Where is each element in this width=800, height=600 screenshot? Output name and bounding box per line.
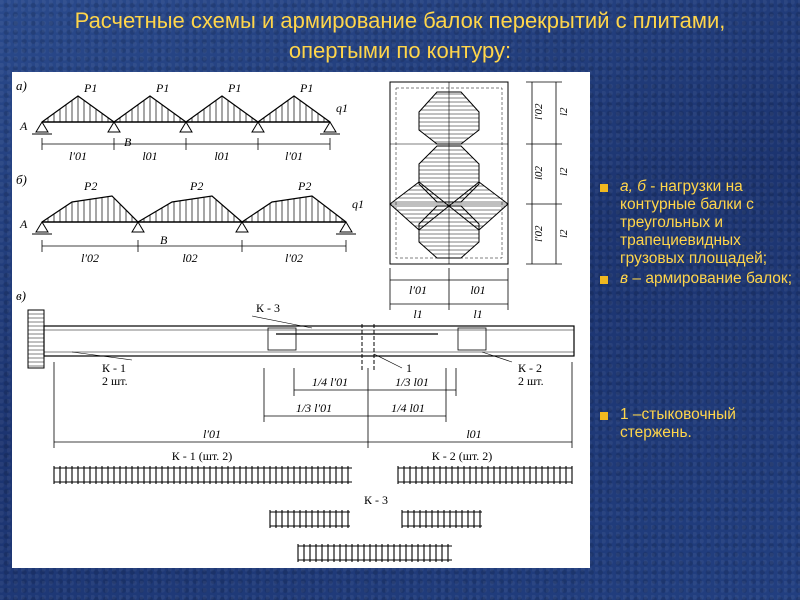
load-label: P1 — [83, 81, 97, 95]
cage3-label: К - 3 — [364, 493, 388, 507]
side-dim-label: l02 — [533, 165, 545, 180]
q-label: q1 — [336, 101, 348, 115]
dim-label: 1/3 l01 — [395, 375, 429, 389]
bullet-item: в – армирование балок; — [598, 270, 798, 288]
diagram-panel: а) P1 P1 P1 P1 q1 A B l′01 — [12, 72, 590, 568]
span-label: l′01 — [69, 149, 87, 163]
side-dim-label: l2 — [558, 167, 570, 176]
dim-label: 1/4 l01 — [391, 401, 425, 415]
span-label: l′01 — [285, 149, 303, 163]
load-label: P1 — [155, 81, 169, 95]
scheme-b: б) P2 P2 P2 q1 A B l′02 l02 l′02 — [16, 172, 364, 265]
support-a-label: A — [19, 217, 28, 231]
scheme-b-label: б) — [16, 172, 27, 187]
dim-label: 1/3 l′01 — [296, 401, 332, 415]
page-title: Расчетные схемы и армирование балок пере… — [74, 8, 726, 63]
load-arrows-a — [47, 96, 325, 122]
support-b-label: B — [160, 233, 168, 247]
q-label: q1 — [352, 197, 364, 211]
bullet-text: - нагрузки на контурные балки с треуголь… — [620, 178, 768, 267]
span-label: l01 — [214, 149, 229, 163]
bottom-dim-label: l′01 — [409, 283, 427, 297]
load-label: P2 — [297, 179, 311, 193]
bullet-list: а, б - нагрузки на контурные балки с тре… — [598, 178, 798, 444]
cage1-label: К - 1 (шт. 2) — [172, 449, 233, 463]
span-label: l′02 — [81, 251, 99, 265]
supports-a — [32, 121, 340, 135]
side-dim-label: l′02 — [533, 103, 545, 120]
bullet-marker — [600, 184, 608, 192]
bottom-dim-label: l1 — [473, 307, 482, 321]
scheme-v-label: в) — [16, 288, 26, 303]
side-dim-label: l2 — [558, 107, 570, 116]
joint-bar-label: 1 — [406, 361, 412, 375]
k1-label: К - 1 — [102, 361, 126, 375]
beam-diagram: а) P1 P1 P1 P1 q1 A B l′01 — [16, 78, 575, 562]
scheme-a: а) P1 P1 P1 P1 q1 A B l′01 — [16, 78, 348, 163]
span-label: l01 — [142, 149, 157, 163]
load-label: P2 — [83, 179, 97, 193]
bullet-item: 1 –стыковочный стержень. — [598, 406, 798, 442]
bullet-marker — [600, 412, 608, 420]
load-label: P2 — [189, 179, 203, 193]
dim-label: l01 — [466, 427, 481, 441]
span-label: l′02 — [285, 251, 303, 265]
span-label: l02 — [182, 251, 197, 265]
k3-label: К - 3 — [256, 301, 280, 315]
scheme-a-label: а) — [16, 78, 27, 93]
bullet-italic: а, б — [620, 178, 646, 195]
bullet-italic: в — [620, 270, 629, 287]
scheme-v: в) К - 3 К - 1 2 шт. К - 2 2 шт. 1 — [16, 288, 575, 562]
bullet-text: – армирование балок; — [628, 270, 793, 287]
k2-label: К - 2 — [518, 361, 542, 375]
side-dim-label: l2 — [558, 229, 570, 238]
bottom-dim-label: l1 — [413, 307, 422, 321]
cage2-label: К - 2 (шт. 2) — [432, 449, 493, 463]
supports-b — [32, 221, 356, 235]
load-arrows-b — [47, 196, 343, 222]
dim-label: l′01 — [203, 427, 221, 441]
bottom-dim-label: l01 — [470, 283, 485, 297]
k2-qty: 2 шт. — [518, 374, 544, 388]
side-dim-label: l′02 — [533, 225, 545, 242]
k1-qty: 2 шт. — [102, 374, 128, 388]
load-label: P1 — [227, 81, 241, 95]
bullet-text: 1 –стыковочный стержень. — [620, 406, 736, 441]
bullet-marker — [600, 276, 608, 284]
dim-label: 1/4 l′01 — [312, 375, 348, 389]
support-b-label: B — [124, 135, 132, 149]
bullet-item: а, б - нагрузки на контурные балки с тре… — [598, 178, 798, 268]
support-a-label: A — [19, 119, 28, 133]
load-label: P1 — [299, 81, 313, 95]
slab-plan: l′02 l02 l′02 l2 l2 l2 l′01 l01 l1 l1 — [389, 81, 570, 321]
